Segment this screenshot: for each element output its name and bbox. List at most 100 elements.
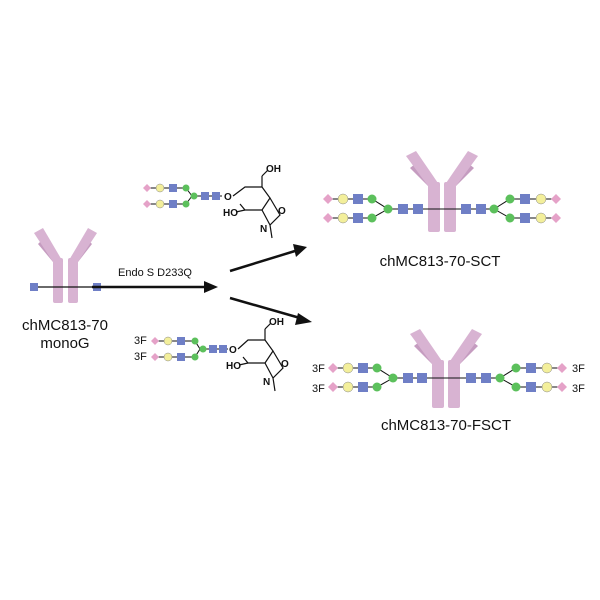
glcnac-square-icon [461, 204, 471, 214]
glcnac-square-icon [177, 337, 185, 345]
fluoro-tag-label: 3F [134, 335, 147, 347]
mannose-circle-icon [495, 373, 505, 383]
hydroxyl-oh: OH [269, 317, 284, 328]
antibody-y-icon [406, 151, 478, 232]
mannose-circle-icon [505, 213, 515, 223]
mannose-circle-icon [367, 213, 377, 223]
mannose-circle-icon [372, 382, 382, 392]
oxazoline-o: O [278, 206, 286, 217]
fluoro-tag-label: 3F [572, 383, 585, 395]
hydroxyl-ho: HO [226, 361, 241, 372]
fsct-product: 3F 3F 3F 3F chMC813-70-FSCT [312, 329, 585, 434]
hydroxyl-oh: OH [266, 164, 281, 175]
glcnac-square-icon [466, 373, 476, 383]
fluoro-tag-label: 3F [134, 351, 147, 363]
neu5ac-diamond-icon [143, 200, 151, 208]
enzyme-arrow: Endo S D233Q [92, 267, 218, 293]
glcnac-square-icon [169, 200, 177, 208]
fluoro-tag-label: 3F [312, 383, 325, 395]
fluoro-tag-label: 3F [312, 363, 325, 375]
fluoro-tag-label: 3F [572, 363, 585, 375]
neu5ac-diamond-icon [557, 363, 567, 373]
galactose-circle-icon [535, 212, 547, 224]
glcnac-square-icon [398, 204, 408, 214]
galactose-circle-icon [163, 352, 173, 362]
glcnac-square-icon [476, 204, 486, 214]
mannose-circle-icon [505, 194, 515, 204]
mannose-circle-icon [191, 353, 199, 361]
mannose-circle-icon [511, 382, 521, 392]
mannose-circle-icon [191, 337, 199, 345]
upper-product-arrow [229, 244, 307, 273]
glcnac-square-icon [520, 213, 530, 223]
galactose-circle-icon [541, 362, 553, 374]
glcnac-square-icon [201, 192, 209, 200]
mannose-circle-icon [199, 345, 207, 353]
neu5ac-diamond-icon [143, 184, 151, 192]
galactose-circle-icon [337, 193, 349, 205]
glcnac-square-icon [413, 204, 423, 214]
galactose-circle-icon [541, 381, 553, 393]
fsct-oxazoline-donor: 3F 3F O OH HO O N [134, 317, 289, 392]
product-fsct-label: chMC813-70-FSCT [381, 417, 511, 434]
neu5ac-diamond-icon [151, 353, 159, 361]
galactose-circle-icon [342, 362, 354, 374]
mannose-circle-icon [511, 363, 521, 373]
oxazoline-n: N [260, 224, 267, 235]
mannose-circle-icon [182, 184, 190, 192]
enzyme-label: Endo S D233Q [118, 267, 192, 279]
glcnac-square-icon [417, 373, 427, 383]
galactose-circle-icon [337, 212, 349, 224]
neu5ac-diamond-icon [151, 337, 159, 345]
mannose-circle-icon [489, 204, 499, 214]
glcnac-square-icon [358, 363, 368, 373]
mannose-circle-icon [388, 373, 398, 383]
galactose-circle-icon [155, 183, 165, 193]
neu5ac-diamond-icon [557, 382, 567, 392]
antibody-y-icon [34, 228, 97, 303]
linkage-oxygen: O [224, 192, 232, 203]
mannose-circle-icon [182, 200, 190, 208]
neu5ac-diamond-icon [323, 213, 333, 223]
glcnac-square-icon [526, 363, 536, 373]
neu5ac-diamond-icon [328, 363, 338, 373]
glcnac-square-icon [353, 194, 363, 204]
glcnac-square-icon [353, 213, 363, 223]
mannose-circle-icon [372, 363, 382, 373]
neu5ac-diamond-icon [551, 194, 561, 204]
mannose-circle-icon [190, 192, 198, 200]
glcnac-square-icon [403, 373, 413, 383]
glcnac-square-icon [177, 353, 185, 361]
glcnac-square-icon [219, 345, 227, 353]
glcnac-square-icon [209, 345, 217, 353]
start-antibody-name: chMC813-70 [22, 317, 108, 334]
galactose-circle-icon [163, 336, 173, 346]
galactose-circle-icon [535, 193, 547, 205]
mannose-circle-icon [367, 194, 377, 204]
glcnac-square-icon [212, 192, 220, 200]
galactose-circle-icon [342, 381, 354, 393]
glcnac-square-icon [481, 373, 491, 383]
glcnac-square-icon [30, 283, 38, 291]
sct-product: chMC813-70-SCT [323, 151, 561, 270]
neu5ac-diamond-icon [328, 382, 338, 392]
glcnac-square-icon [169, 184, 177, 192]
glcnac-square-icon [520, 194, 530, 204]
oxazoline-n: N [263, 377, 270, 388]
mannose-circle-icon [383, 204, 393, 214]
oxazoline-o: O [281, 359, 289, 370]
glcnac-square-icon [358, 382, 368, 392]
neu5ac-diamond-icon [551, 213, 561, 223]
sct-oxazoline-donor: O OH HO O N [143, 164, 286, 239]
lower-product-arrow [229, 296, 312, 325]
product-sct-label: chMC813-70-SCT [380, 253, 501, 270]
start-antibody-subtitle: monoG [40, 335, 89, 352]
glcnac-square-icon [526, 382, 536, 392]
antibody-y-icon [410, 329, 482, 408]
hydroxyl-ho: HO [223, 208, 238, 219]
linkage-oxygen: O [229, 345, 237, 356]
start-antibody: chMC813-70 monoG [22, 228, 108, 352]
neu5ac-diamond-icon [323, 194, 333, 204]
galactose-circle-icon [155, 199, 165, 209]
